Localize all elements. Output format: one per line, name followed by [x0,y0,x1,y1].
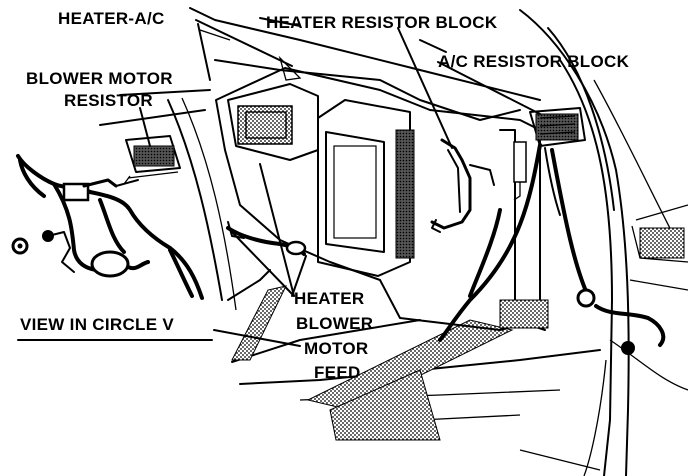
label-feed-4: FEED [314,363,361,382]
blower-motor-feed-wire [226,221,307,256]
ac-resistor-block [529,107,586,147]
label-feed-2: BLOWER [296,314,373,333]
label-feed-1: HEATER [294,289,364,308]
label-blower-motor-resistor-1: BLOWER MOTOR [26,69,173,88]
label-feed-3: MOTOR [304,339,368,358]
leader-lines [139,17,541,297]
label-heater-ac: HEATER-A/C [58,9,165,28]
label-heater-resistor-block: HEATER RESISTOR BLOCK [266,13,498,32]
heater-resistor-block [430,138,527,230]
view-in-circle-underline [17,329,301,347]
blower-motor-resistor [125,135,181,179]
detail-harness [11,154,204,300]
labels: HEATER-A/C HEATER RESISTOR BLOCK A/C RES… [20,9,630,382]
label-view-in-circle: VIEW IN CIRCLE V [20,315,174,334]
vehicle-body-outline [99,7,688,476]
label-blower-motor-resistor-2: RESISTOR [64,91,153,110]
label-ac-resistor-block: A/C RESISTOR BLOCK [438,52,630,71]
wiring-harness-main [431,143,666,355]
heater-ac-housing [215,55,549,331]
